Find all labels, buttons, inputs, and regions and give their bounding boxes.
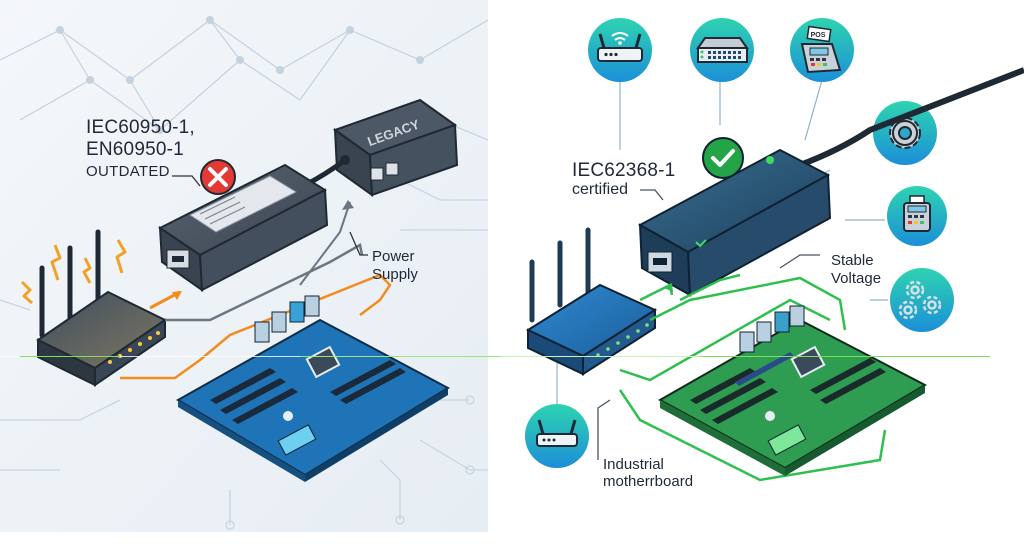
gear-icon [889, 117, 921, 149]
green-traces [618, 273, 887, 482]
pos-terminal-icon: POS [800, 25, 842, 74]
outdated-leader-line [172, 175, 201, 187]
voltage-leader-line [779, 254, 820, 269]
device-circle-router-small [525, 404, 589, 468]
device-circle-gears [890, 268, 954, 332]
pos-text: POS [811, 32, 826, 39]
check-circle-icon [702, 137, 744, 179]
left-standard-line1: IEC60950-1, [86, 117, 195, 138]
render-artifact-line [0, 356, 1024, 357]
certified-motherboard [657, 305, 928, 476]
industrial-board-label-line2: motherrboard [603, 473, 694, 490]
stable-voltage-label-line1: Stable [831, 252, 874, 269]
device-circle-pos: POS [790, 18, 854, 82]
legacy-router [36, 229, 167, 387]
power-supply-label-line2: Supply [372, 266, 418, 283]
certified-status-label: certified [572, 181, 629, 198]
psu-cable-certified [798, 67, 1024, 168]
legacy-power-supply [158, 163, 329, 293]
power-supply-leader-line [349, 231, 368, 256]
device-circle-terminal [887, 186, 947, 246]
legacy-motherboard [175, 295, 451, 482]
gears-icon [898, 280, 942, 320]
left-panel: LEGACY [0, 0, 489, 532]
device-circle-router [588, 18, 652, 82]
board-leader-line [597, 399, 611, 460]
device-circle-switch [690, 18, 754, 82]
left-standard-line2: EN60950-1 [86, 139, 184, 160]
right-panel: POS [488, 0, 1024, 545]
network-nodes [56, 16, 424, 134]
grey-trace [165, 243, 364, 322]
legacy-switch: LEGACY [332, 98, 459, 198]
device-circle-gear [873, 101, 937, 165]
wifi-router-icon [597, 32, 643, 62]
network-switch-icon [696, 37, 749, 63]
certified-power-supply [637, 148, 832, 297]
payment-terminal-icon [903, 195, 931, 232]
heat-icon [20, 239, 127, 305]
certified-standard-label: IEC62368-1 [572, 160, 676, 181]
x-circle-icon [200, 159, 236, 195]
certified-router [525, 227, 658, 376]
industrial-board-label-line1: Industrial [603, 456, 664, 473]
certified-leader-line [640, 189, 664, 201]
power-supply-label-line1: Power [372, 248, 415, 265]
outdated-status-label: OUTDATED [86, 163, 170, 180]
stable-voltage-label-line2: Voltage [831, 270, 882, 287]
router-icon [536, 419, 578, 447]
